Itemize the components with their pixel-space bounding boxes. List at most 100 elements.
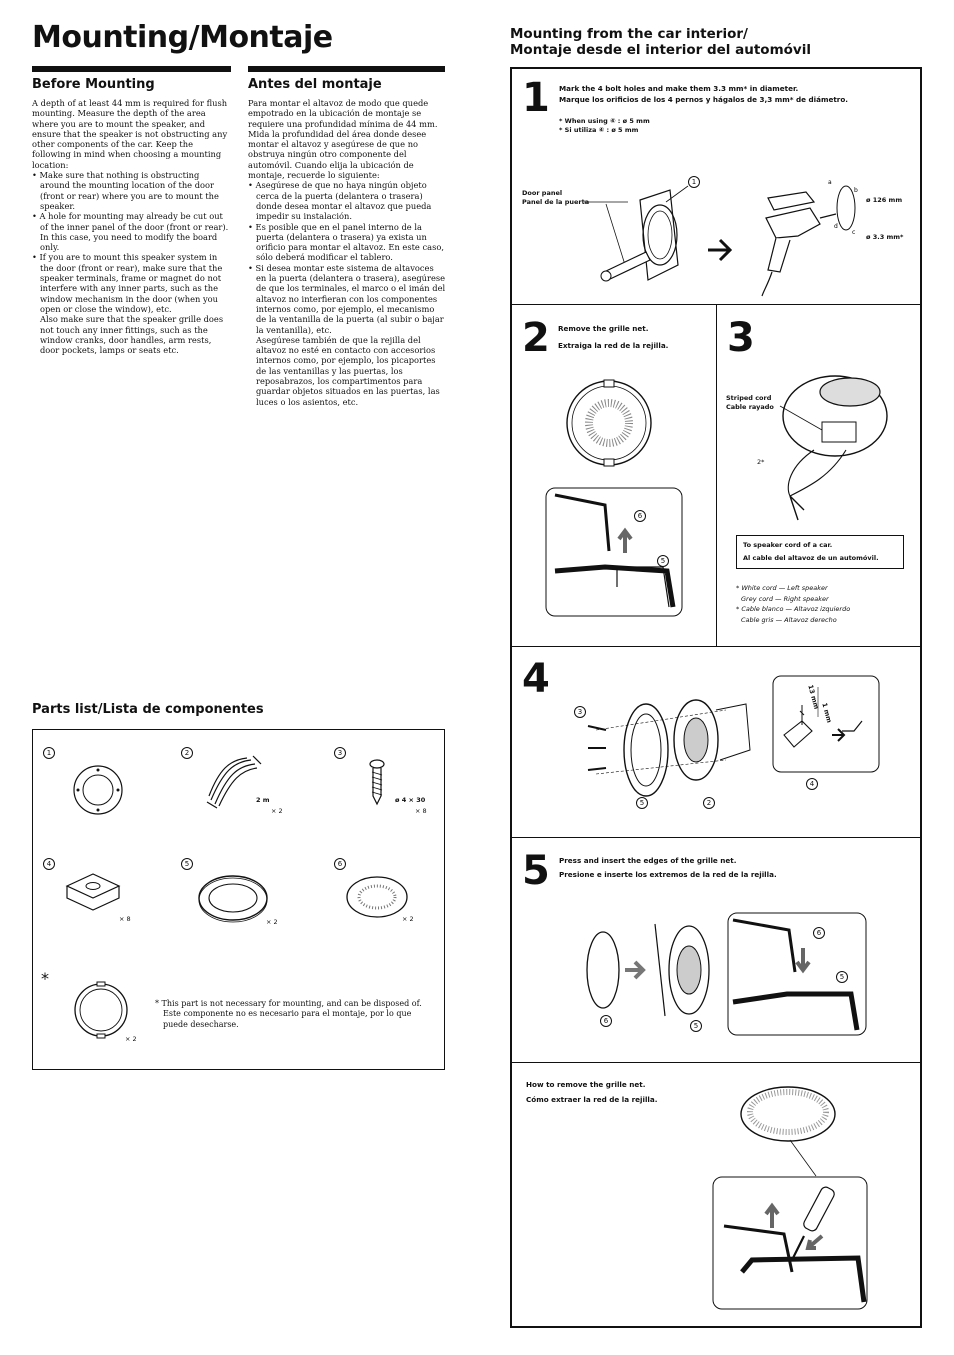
antes-montaje-bullet: • Asegúrese de que no haya ningún objeto… [248, 180, 432, 222]
screw-icon [369, 759, 385, 806]
before-mounting-intro: A depth of at least 44 mm is required fo… [32, 98, 228, 170]
part-label: ø 4 × 30 [395, 796, 426, 804]
antes-montaje-bullet: • Es posible que en el panel interno de … [248, 221, 444, 263]
parts-footnote-en: * This part is not necessary for mountin… [155, 999, 422, 1008]
callout-number: 4 [806, 778, 818, 790]
divider [511, 646, 921, 647]
striped-cord-es: Cable rayado [726, 403, 774, 411]
striped-cord-en: Striped cord [726, 394, 772, 402]
parts-box: 1 2 2 m × 2 3 ø 4 × 30 × 8 4 × 8 5 × 2 6 [32, 729, 445, 1070]
divider [511, 1062, 921, 1063]
trim-ring-icon [73, 765, 123, 815]
step2-es: Extraiga la red de la rejilla. [558, 341, 669, 350]
callout-number: 5 [690, 1020, 702, 1032]
speaker-assembly-illustration [587, 699, 751, 797]
cord-coil-icon [206, 755, 262, 809]
step-number: 1 [522, 75, 550, 121]
remove-grille-es: Cómo extraer la red de la rejilla. [526, 1095, 658, 1104]
antes-montaje-bullet: • Si desea montar este sistema de altavo… [248, 262, 446, 335]
antes-montaje-intro: Para montar el altavoz de modo que quede… [248, 98, 438, 181]
cord-note: * Cable blanco — Altavoz izquierdo [736, 605, 851, 613]
step1-note: * Si utiliza ④ : ø 5 mm [559, 126, 639, 134]
part-number: 2 [181, 747, 193, 759]
callout-number: 5 [836, 971, 848, 983]
step-number: 5 [522, 848, 550, 894]
cord-note: Cable gris — Altavoz derecho [741, 615, 837, 624]
grille-net-top-view [740, 1086, 836, 1177]
bolt-letter: c [852, 229, 855, 236]
grille-removal-screwdriver-closeup [712, 1176, 868, 1310]
step-number: 3 [727, 315, 755, 361]
mounting-heading-es: Montaje desde el interior del automóvil [510, 42, 811, 58]
door-panel-marking-illustration [584, 185, 689, 282]
cord-note: Grey cord — Right speaker [741, 594, 829, 603]
speaker-cord-en: To speaker cord of a car. [743, 541, 833, 549]
page-title: Mounting/Montaje [32, 20, 333, 55]
part-number: 4 [43, 858, 55, 870]
callout-number: 2* [757, 458, 765, 466]
step1-text: Mark the 4 bolt holes and make them 3.3 … [559, 83, 848, 105]
step2-en: Remove the grille net. [558, 324, 649, 333]
before-mounting-rule [32, 66, 231, 72]
parts-footnote-es: Este componente no es necesario para el … [163, 1009, 412, 1029]
step5-es: Presione e inserte los extremos de la re… [559, 870, 777, 879]
step1-notes: * When using ④ : ø 5 mm * Si utiliza ④ :… [559, 117, 650, 135]
drill-illustration: a b c d [761, 179, 858, 297]
part-qty: × 2 [266, 918, 278, 926]
grille-removal-closeup [545, 487, 683, 617]
callout-number: 5 [636, 797, 648, 809]
grille-insert-illustration [586, 923, 710, 1017]
step1-note: * When using ④ : ø 5 mm [559, 117, 650, 125]
part-qty: × 8 [119, 915, 131, 923]
step2-text: Remove the grille net. Extraiga la red d… [558, 320, 668, 354]
step1-es: Marque los orificios de los 4 pernos y h… [559, 95, 849, 104]
parts-heading: Parts list/Lista de componentes [32, 702, 264, 717]
cord-note: * White cord — Left speaker [736, 584, 828, 592]
part-qty: × 2 [271, 807, 283, 815]
grille-icon [346, 876, 408, 918]
part-qty: × 2 [402, 915, 414, 923]
cord-color-notes: * White cord — Left speaker Grey cord — … [736, 583, 850, 625]
bolt-letter: b [854, 187, 858, 194]
step5-en: Press and insert the edges of the grille… [559, 856, 737, 865]
door-panel-en: Door panel [522, 189, 563, 197]
divider [511, 837, 921, 838]
callout-number: 6 [634, 510, 646, 522]
speaker-cord-box: To speaker cord of a car. Al cable del a… [736, 535, 904, 569]
door-panel-es: Panel de la puerta [522, 198, 590, 206]
callout-number: 6 [600, 1015, 612, 1027]
before-mounting-extra: Also make sure that the speaker grille d… [40, 314, 224, 356]
bolt-letter: d [834, 223, 838, 230]
antes-montaje-heading: Antes del montaje [248, 77, 382, 92]
antes-montaje-rule [248, 66, 445, 72]
part-qty: × 8 [415, 807, 427, 815]
parts-footnote: * This part is not necessary for mountin… [155, 999, 435, 1030]
before-mounting-bullet: • If you are to mount this speaker syste… [32, 252, 223, 314]
antes-montaje-extra: Asegúrese también de que la rejilla del … [256, 334, 440, 407]
callout-number: 2 [703, 797, 715, 809]
callout-number: 5 [657, 555, 669, 567]
grille-insert-closeup [727, 912, 867, 1036]
striped-cord-label: Striped cord Cable rayado [726, 394, 774, 412]
part-number: 6 [334, 858, 346, 870]
part-label: 2 m [256, 796, 270, 804]
callout-number: 3 [574, 706, 586, 718]
mounting-heading-en: Mounting from the car interior/ [510, 26, 748, 42]
part-qty: × 2 [125, 1035, 137, 1043]
divider [716, 304, 717, 647]
before-mounting-text: A depth of at least 44 mm is required fo… [32, 98, 230, 355]
grille-net-illustration [566, 379, 652, 467]
bolt-letter: a [828, 179, 832, 186]
dim-3-3: ø 3.3 mm* [866, 233, 904, 241]
before-mounting-bullet: • Make sure that nothing is obstructing … [32, 170, 219, 211]
callout-number: 6 [813, 927, 825, 939]
callout-number: 1 [688, 176, 700, 188]
speaker-cord-es: Al cable del altavoz de un automóvil. [743, 554, 879, 562]
step-number: 4 [522, 656, 550, 702]
mounting-ring-icon [198, 875, 268, 923]
part-number: 1 [43, 747, 55, 759]
part-asterisk: * [41, 969, 49, 988]
remove-grille-en: How to remove the grille net. [526, 1080, 646, 1089]
speaker-wiring-illustration [779, 375, 888, 521]
before-mounting-bullet: • A hole for mounting may already be cut… [32, 211, 229, 253]
